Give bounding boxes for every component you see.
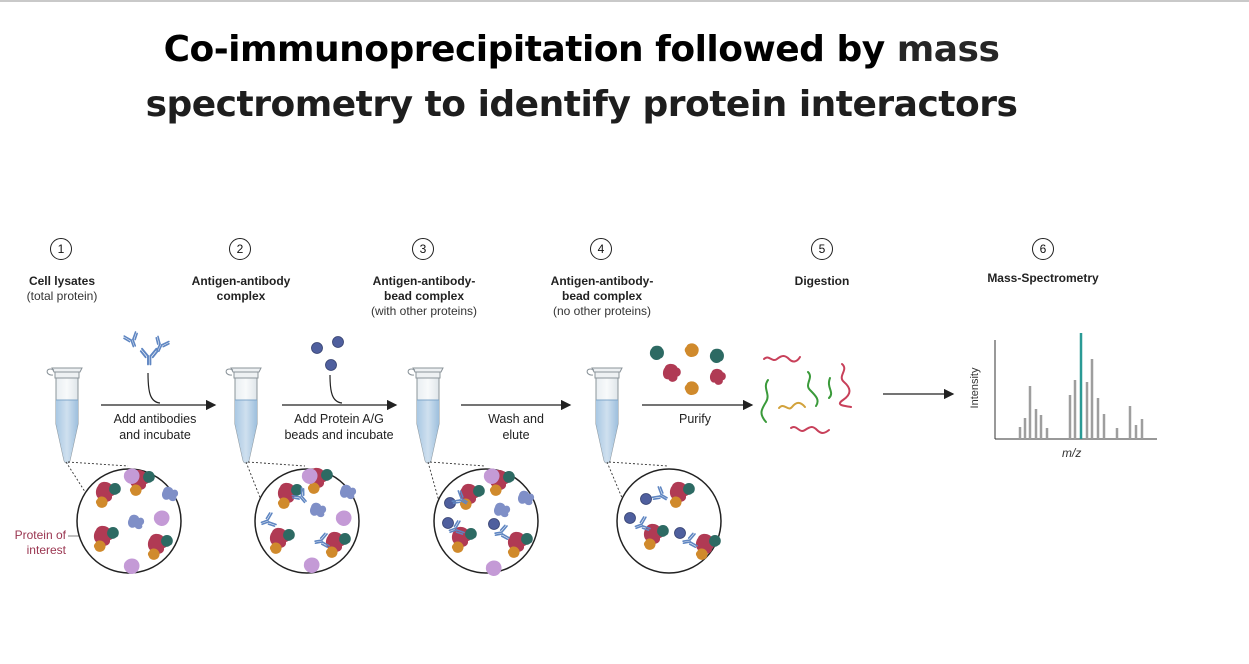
title-line1-part2: mass — [896, 29, 1000, 70]
step-5-number: 5 — [811, 238, 833, 260]
tube-2 — [225, 367, 262, 464]
arrow-4-label: Purify — [679, 412, 711, 426]
step-1-number: 1 — [50, 238, 72, 260]
ms-peaks — [1018, 359, 1144, 439]
bead-icon — [332, 336, 344, 348]
step-3-number: 3 — [412, 238, 434, 260]
zoom-circle-3 — [433, 468, 539, 576]
top-rule — [0, 0, 1249, 2]
step-5-title: Digestion — [794, 274, 850, 288]
step-4-number: 4 — [590, 238, 612, 260]
arrow-1-label: Add antibodies and incubate — [113, 412, 197, 442]
peptide-fragments — [760, 355, 852, 434]
orange-protein-icon — [684, 381, 699, 396]
zoom-circle-2 — [254, 468, 360, 574]
protein-of-interest-icon — [662, 363, 681, 382]
antibody-feed-line — [147, 372, 161, 404]
step-1-subtitle: (total protein) — [26, 289, 98, 303]
step-3-title: Antigen-antibody- bead complex — [372, 274, 476, 303]
antibody-icon — [139, 347, 159, 366]
tube-1 — [46, 367, 83, 464]
zoom-circle-1 — [76, 468, 182, 574]
orange-protein-icon — [684, 343, 699, 358]
step-1-title: Cell lysates — [28, 274, 96, 288]
arrow-2-label: Add Protein A/G beads and incubate — [284, 412, 394, 442]
step-4-subtitle: (no other proteins) — [552, 304, 652, 318]
tube-4 — [586, 367, 623, 464]
teal-protein-icon — [709, 348, 724, 364]
bead-feed-line — [329, 374, 343, 404]
page-title: Co-immunoprecipitation followed by mass … — [0, 22, 1163, 132]
bead-icon — [325, 359, 337, 371]
step-2-number: 2 — [229, 238, 251, 260]
step-4-title: Antigen-antibody- bead complex — [550, 274, 654, 303]
zoom-lines — [65, 461, 669, 506]
tube-3 — [407, 367, 444, 464]
protein-of-interest-label: Protein of interest — [14, 528, 66, 557]
teal-protein-icon — [649, 345, 664, 361]
step-3-subtitle: (with other proteins) — [370, 304, 478, 318]
ms-xlabel: m/z — [1062, 446, 1082, 460]
bead-icon — [311, 342, 323, 354]
protein-of-interest-icon — [709, 368, 726, 385]
arrow-3-label: Wash and elute — [488, 412, 544, 442]
antibody-icon — [122, 330, 142, 350]
step-2-title: Antigen-antibody complex — [191, 274, 291, 303]
zoom-circle-4 — [616, 468, 722, 574]
title-line1-part1: Co-immunoprecipitation followed by — [163, 29, 897, 70]
step-6-number: 6 — [1032, 238, 1054, 260]
title-line2: spectrometry to identify protein interac… — [145, 84, 1018, 125]
ms-plot — [994, 333, 1157, 440]
step-6-title: Mass-Spectrometry — [987, 271, 1099, 285]
